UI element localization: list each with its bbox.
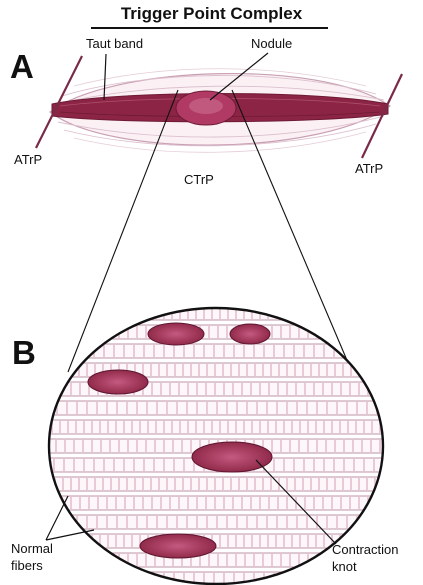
muscle-fiber (49, 324, 383, 340)
taut-band-label: Taut band (86, 36, 144, 51)
contraction-knot-leader (255, 459, 337, 545)
atrp-label-right: ATrP (355, 161, 384, 176)
normal-fibers-label: Normal fibers (11, 541, 53, 573)
muscle-fiber (49, 514, 383, 530)
zoom-line-right (231, 89, 353, 373)
contraction-knot-shape (191, 441, 273, 473)
panel-letter-a: A (10, 48, 34, 85)
nodule-leader (209, 52, 269, 101)
tendon-line-right (361, 73, 403, 159)
muscle-fiber (49, 419, 383, 435)
normal-fibers-leader-1 (45, 495, 69, 541)
zoom-line-left (67, 89, 179, 373)
panel-letter-b: B (12, 334, 36, 371)
normal-fibers-leader-2 (45, 529, 95, 541)
nodule (175, 90, 237, 126)
taut-band-leader (103, 53, 107, 101)
contraction-knot-shape (87, 369, 149, 395)
tendon-line-left (35, 55, 83, 149)
diagram-title: Trigger Point Complex (120, 4, 303, 23)
contraction-knot-shape (139, 533, 217, 559)
nodule-label: Nodule (251, 36, 293, 51)
contraction-knots (87, 322, 273, 559)
contraction-knot-shape (229, 323, 271, 345)
muscle-fiber (49, 343, 383, 359)
contraction-knot-shape (147, 322, 205, 346)
ctrp-label: CTrP (184, 172, 214, 187)
muscle-fiber (49, 400, 383, 416)
muscle-fiber (49, 476, 383, 492)
muscle-fiber (49, 533, 383, 549)
muscle-fiber (49, 495, 383, 511)
atrp-label-left: ATrP (14, 152, 43, 167)
title-underline (91, 27, 328, 29)
contraction-knot-label: Contraction knot (332, 542, 399, 574)
